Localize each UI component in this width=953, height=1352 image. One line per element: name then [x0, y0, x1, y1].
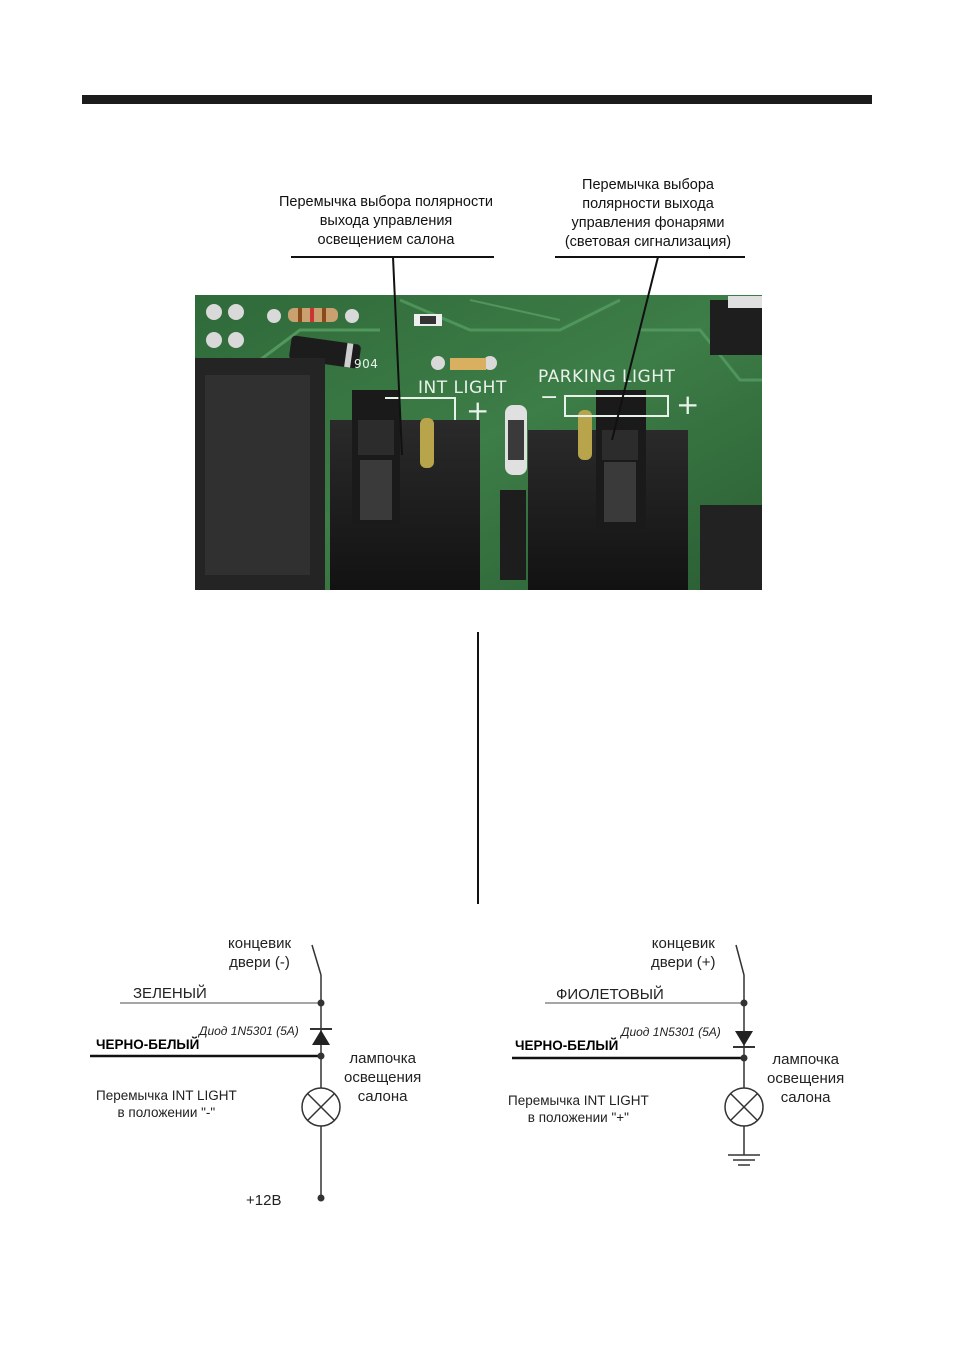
door-switch-label: концевик двери (-)	[228, 934, 291, 972]
door-switch-contact	[735, 944, 745, 976]
door-switch-label: концевик двери (+)	[651, 934, 716, 972]
board-label-parking-light: PARKING LIGHT	[538, 367, 676, 387]
right-schematic	[512, 944, 764, 1166]
wire-label-violet: ФИОЛЕТОВЫЙ	[556, 986, 664, 1003]
board-plus-sign: +	[466, 394, 490, 427]
label-line: в положении "+"	[527, 1110, 629, 1125]
supply-label: +12В	[246, 1192, 282, 1209]
callout-leader	[392, 256, 403, 456]
board-minus-sign: −	[540, 385, 559, 410]
label-line: лампочка	[772, 1051, 839, 1068]
board-label-int-light: INT LIGHT	[418, 378, 507, 398]
column-divider	[477, 632, 479, 904]
parking-light-callout: Перемычка выбора полярности выхода управ…	[548, 176, 748, 252]
label-line: салона	[357, 1088, 408, 1105]
callout-line: выхода управления	[319, 213, 453, 229]
jumper-note: Перемычка INT LIGHT в положении "+"	[508, 1092, 649, 1126]
label-line: Перемычка INT LIGHT	[96, 1088, 237, 1103]
callout-line: Перемычка выбора полярности	[278, 194, 493, 210]
label-line: салона	[780, 1089, 831, 1106]
diode-symbol	[312, 1030, 330, 1045]
wire-label-black-white: ЧЕРНО-БЕЛЫЙ	[96, 1037, 200, 1052]
label-line: концевик	[651, 935, 715, 952]
wire-label-black-white: ЧЕРНО-БЕЛЫЙ	[515, 1038, 619, 1053]
label-line: Перемычка INT LIGHT	[508, 1093, 649, 1108]
int-light-callout: Перемычка выбора полярности выхода управ…	[250, 193, 522, 250]
callout-line: освещением салона	[317, 232, 455, 248]
wire-label-green: ЗЕЛЕНЫЙ	[133, 985, 207, 1002]
label-line: двери (-)	[229, 954, 290, 971]
label-line: концевик	[228, 935, 292, 952]
jumper-note: Перемычка INT LIGHT в положении "-"	[96, 1087, 237, 1121]
header-rule	[82, 95, 872, 104]
callout-line: полярности выхода	[582, 196, 714, 212]
diode-label: Диод 1N5301 (5A)	[621, 1025, 721, 1039]
callout-line: Перемычка выбора	[582, 177, 714, 193]
label-line: лампочка	[349, 1050, 416, 1067]
pcb-photo: INT LIGHT PARKING LIGHT − + + 904	[195, 295, 762, 590]
label-line: освещения	[344, 1069, 422, 1086]
callout-leader	[611, 256, 659, 441]
label-line: в положении "-"	[117, 1105, 216, 1120]
label-line: освещения	[767, 1070, 845, 1087]
board-chip-code: 904	[354, 357, 378, 371]
door-switch-contact	[311, 944, 322, 976]
lamp-label: лампочка освещения салона	[344, 1049, 421, 1106]
label-line: двери (+)	[651, 954, 716, 971]
diode-symbol	[735, 1031, 753, 1046]
lamp-label: лампочка освещения салона	[767, 1050, 844, 1107]
diode-label: Диод 1N5301 (5A)	[199, 1024, 299, 1038]
board-plus-sign: +	[676, 388, 700, 421]
callout-line: управления фонарями	[571, 215, 725, 231]
left-schematic	[90, 944, 341, 1202]
callout-line: (световая сигнализация)	[564, 234, 732, 250]
